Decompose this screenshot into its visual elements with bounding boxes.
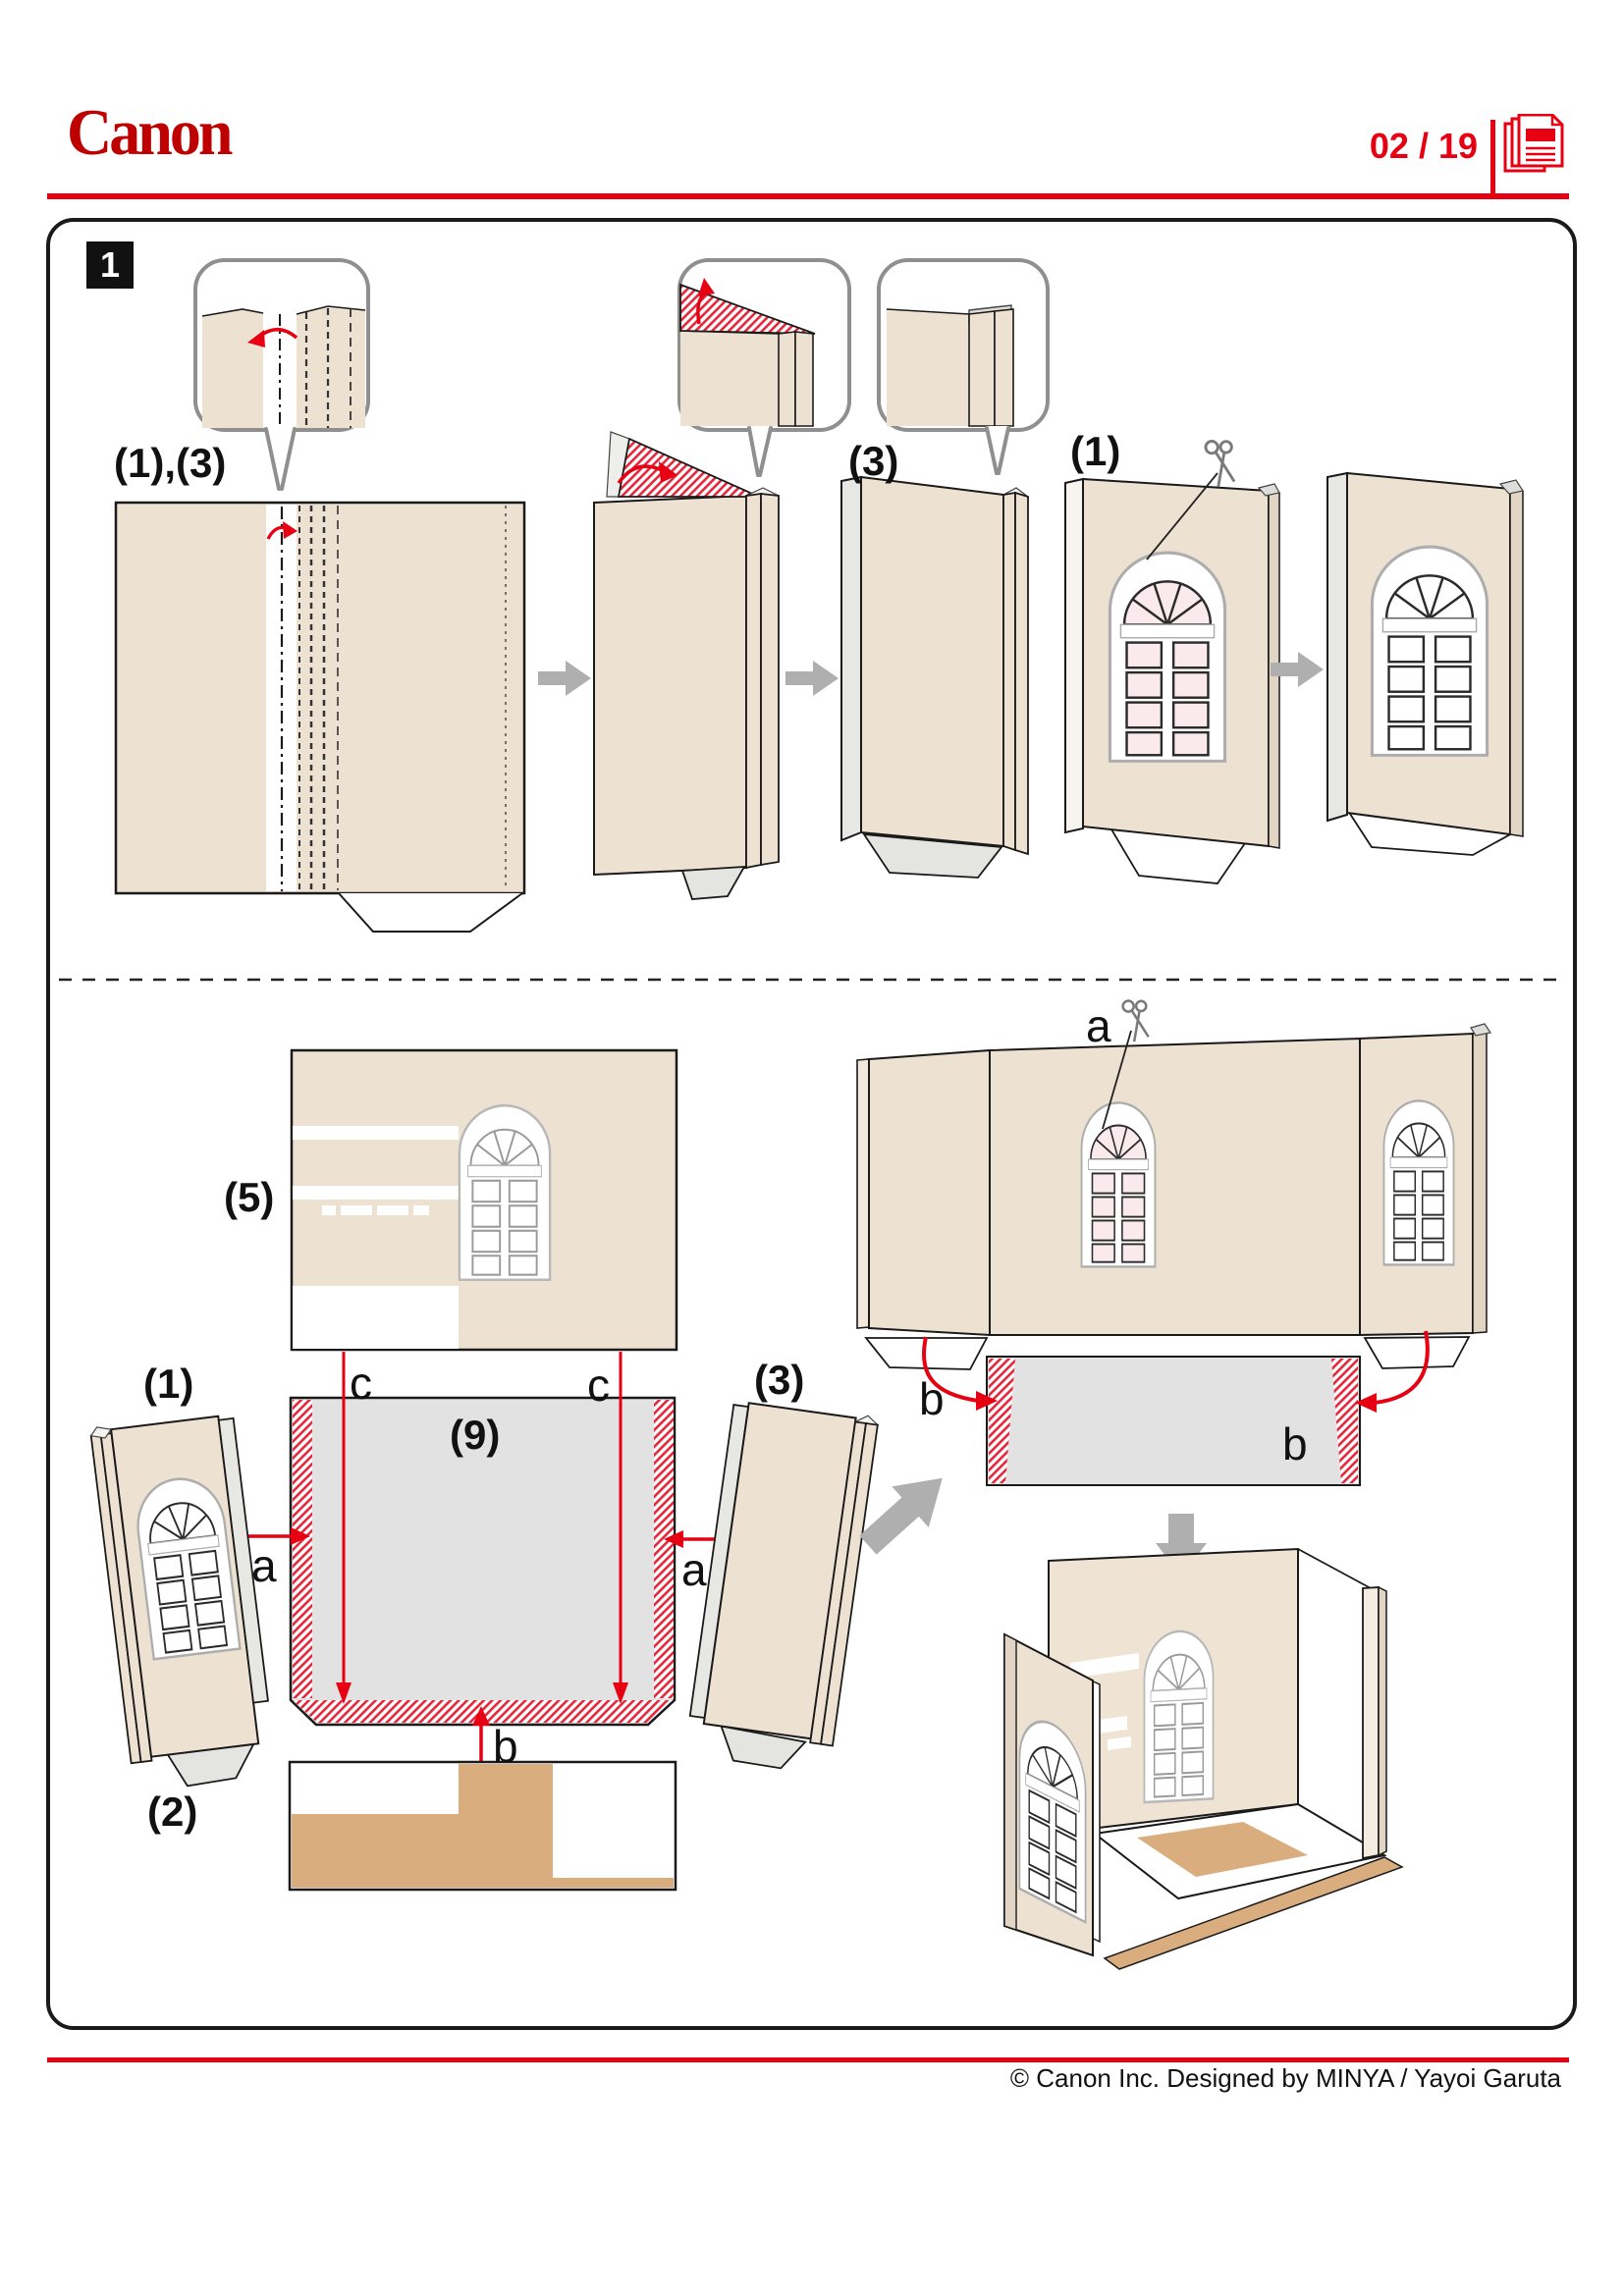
canon-logo: Canon: [67, 95, 233, 169]
glue-label-b-floor: b: [493, 1721, 518, 1772]
glue-label-a-left: a: [251, 1540, 277, 1591]
part-label-bottom-mid: (3): [754, 1357, 805, 1403]
glue-label-a-right: a: [681, 1544, 707, 1595]
glue-label-b-left: b: [919, 1373, 945, 1424]
cut-label-a: a: [1086, 1000, 1111, 1051]
copyright-credit: © Canon Inc. Designed by MINYA / Yayoi G…: [1009, 2063, 1561, 2093]
glue-label-c-left: c: [350, 1358, 372, 1409]
glue-label-c-right: c: [587, 1360, 610, 1411]
part-label-top-right: (1): [1070, 428, 1121, 474]
header-divider: [1490, 120, 1495, 196]
header-rule: [47, 193, 1569, 199]
part-label-2: (2): [147, 1789, 198, 1835]
part-label-9: (9): [450, 1412, 501, 1458]
page-indicator: 02 / 19: [1369, 126, 1478, 166]
part-label-5: (5): [224, 1174, 275, 1220]
content-frame: [46, 218, 1577, 2030]
step-number-badge: 1: [86, 241, 134, 289]
part-label-top-mid: (3): [848, 438, 899, 484]
part-label-top-left: (1),(3): [114, 440, 227, 486]
part-label-bottom-left: (1): [143, 1361, 194, 1407]
stacked-pages-icon: [1503, 114, 1564, 173]
glue-label-b-right: b: [1282, 1418, 1308, 1469]
footer-rule: [47, 2057, 1569, 2062]
